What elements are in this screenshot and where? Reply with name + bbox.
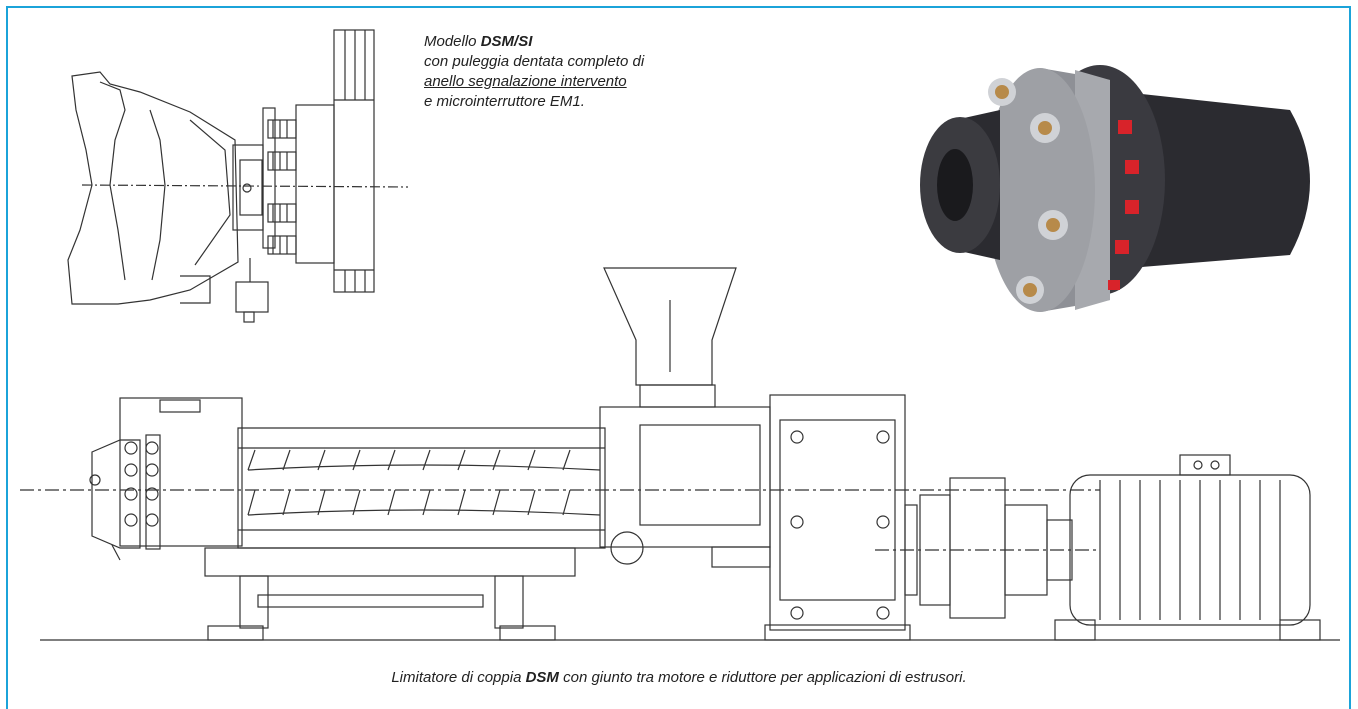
page-frame [6,6,1351,709]
dsm-si-bolts [267,119,297,255]
caption-model-prefix: Modello [424,33,481,50]
figure-caption-suffix: con giunto tra motore e riduttore per ap… [558,669,967,686]
dsm-coupling-on-shaft [904,477,1073,619]
coupling-3d-render [920,65,1310,312]
figure-caption: Limitatore di coppia DSM con giunto tra … [0,669,1358,686]
caption-model-name: DSM/SI [480,33,533,50]
caption-line-3: anello segnalazione intervento [424,73,627,90]
screw-flights [247,449,601,516]
motor-fins [1099,480,1281,620]
figure-caption-model: DSM [525,669,559,686]
bronze-bolts [988,78,1068,304]
caption-line-2: con puleggia dentata completo di [424,53,645,70]
head-bolts [124,441,159,527]
extruder-assembly-drawing [20,267,1340,641]
dsm-si-section-drawing [67,29,409,323]
figure-caption-prefix: Limitatore di coppia [391,669,526,686]
model-caption: Modello DSM/SI con puleggia dentata comp… [424,32,644,112]
caption-line-4: e microinterruttore EM1. [424,93,585,110]
red-elastic-inserts [1108,120,1139,290]
